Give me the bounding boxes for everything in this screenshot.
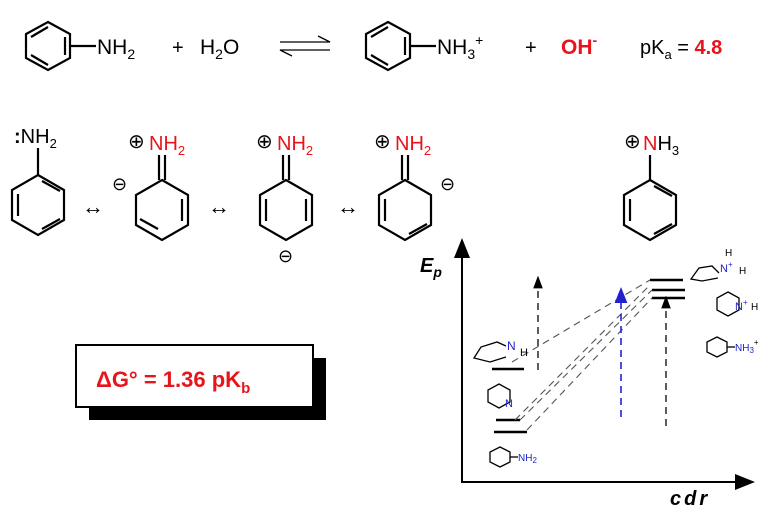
resonance-structure-2: ⊕ NH2 ⊖ xyxy=(112,131,190,242)
piperidinium: N+ H H xyxy=(689,248,746,282)
resonance-structure-4: ⊕ NH2 ⊖ xyxy=(374,131,455,242)
free-energy-formula: ΔG° = 1.36 pKb xyxy=(96,367,250,397)
energy-diagram: Ep cdr N H N NH2 xyxy=(420,238,759,510)
hydroxide: OH- xyxy=(561,32,598,59)
ammonium-label: NH3 xyxy=(643,133,679,158)
equation: NH2 + H2O NH3+ + OH- pKa = 4.8 xyxy=(24,20,722,72)
benzene-ring-aniline xyxy=(24,20,96,72)
anilinium-structure: ⊕ NH3 xyxy=(622,131,679,242)
negative-charge: ⊖ xyxy=(112,174,127,194)
aniline: NH2 xyxy=(489,446,537,468)
ammonium-group: NH3+ xyxy=(437,32,483,62)
benzene-ring-anilinium xyxy=(364,20,436,72)
resonance-structures: :NH2 ↔ ⊕ NH2 ⊖ ↔ ⊕ NH2 ⊖ ↔ ⊕ NH2 xyxy=(10,126,679,266)
water: H2O xyxy=(200,36,239,62)
positive-charge: ⊕ xyxy=(128,131,145,153)
positive-charge: ⊕ xyxy=(256,131,273,153)
negative-charge: ⊖ xyxy=(278,246,293,266)
pyridine: N xyxy=(487,383,513,410)
resonance-arrow: ↔ xyxy=(208,194,230,219)
equilibrium-arrows xyxy=(279,35,331,57)
hydrogen-label: H xyxy=(739,266,746,277)
piperidine: N H xyxy=(472,339,528,363)
positive-charge: ⊕ xyxy=(624,131,641,153)
ammonium-label: NH3+ xyxy=(735,338,759,355)
pka: pKa = 4.8 xyxy=(640,37,722,62)
amine-group: NH2 xyxy=(97,36,135,62)
negative-charge: ⊖ xyxy=(440,174,455,194)
amine-label: :NH2 xyxy=(14,126,57,151)
anilinium: NH3+ xyxy=(706,336,759,358)
hydrogen-label: H xyxy=(520,347,528,359)
amine-label: NH2 xyxy=(518,453,537,465)
nitrogen-label: N xyxy=(505,398,513,410)
x-axis-label: cdr xyxy=(670,488,710,510)
positive-charge: ⊕ xyxy=(374,131,391,153)
hydrogen-label: H xyxy=(725,248,732,259)
resonance-structure-1: :NH2 xyxy=(10,126,66,237)
connector-line xyxy=(526,297,653,431)
ammonium-label: N+ xyxy=(720,260,733,275)
connector-line xyxy=(514,284,651,421)
nitrogen-label: N xyxy=(507,339,516,353)
connector-line xyxy=(511,279,651,363)
resonance-arrow: ↔ xyxy=(82,194,104,219)
plus-sign: + xyxy=(172,37,184,59)
iminium-label: NH2 xyxy=(149,133,185,158)
resonance-structure-3: ⊕ NH2 ⊖ xyxy=(256,131,313,266)
iminium-label: NH2 xyxy=(395,133,431,158)
free-energy-formula-box: ΔG° = 1.36 pKb xyxy=(75,344,326,420)
connector-line xyxy=(519,289,653,421)
hydrogen-label: H xyxy=(751,302,758,313)
pyridinium: N+ H xyxy=(716,291,758,317)
iminium-label: NH2 xyxy=(277,133,313,158)
y-axis-label: Ep xyxy=(420,255,442,280)
resonance-arrow: ↔ xyxy=(337,194,359,219)
plus-sign: + xyxy=(525,37,537,59)
pyridinium-label: N+ xyxy=(735,298,748,313)
